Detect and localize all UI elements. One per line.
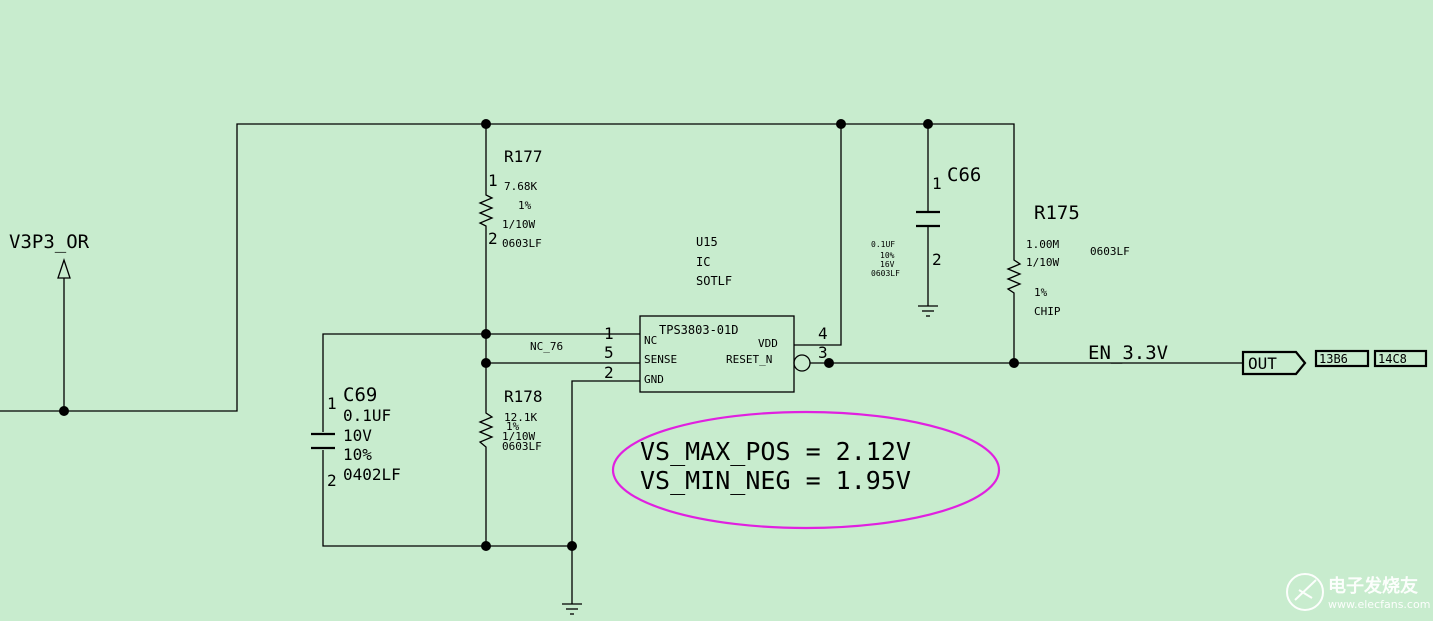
c69-package: 0402LF: [343, 465, 401, 484]
annotation-ellipse: [611, 410, 1001, 530]
r175-package: 0603LF: [1090, 245, 1130, 258]
u15-pin-nc: NC: [644, 334, 657, 347]
r178-tolerance: 1%: [506, 420, 520, 433]
v3p3-power-port: V3P3_OR: [9, 231, 90, 279]
c66-value: 0.1UF: [871, 240, 895, 249]
c66-pin1: 1: [932, 174, 942, 193]
r175-tolerance: 1%: [1034, 286, 1048, 299]
vs-max-pos-text: VS_MAX_POS = 2.12V: [640, 437, 911, 466]
watermark-cn: 电子发烧友: [1328, 575, 1418, 597]
u15-pin-number-5: 5: [604, 343, 614, 362]
junction-dots: [59, 119, 1019, 551]
r177-value: 7.68K: [504, 180, 537, 193]
watermark: 电子发烧友 www.elecfans.com: [1286, 573, 1430, 611]
resistor-r177: R177 1 2 7.68K 1% 1/10W 0603LF: [478, 147, 543, 250]
u15-pin-number-3: 3: [818, 343, 828, 362]
r178-package: 0603LF: [502, 440, 542, 453]
r178-power: 1/10W: [502, 430, 535, 443]
c69-value: 0.1UF: [343, 406, 391, 425]
capacitor-c66: C66 1 2 0.1UF 10% 16V 0603LF: [871, 164, 981, 278]
resistor-r175: R175 1.00M 0603LF 1/10W 1% CHIP: [1006, 202, 1130, 318]
capacitor-c69: C69 1 2 0.1UF 10V 10% 0402LF: [311, 384, 401, 490]
watermark-logo-icon: [1286, 573, 1324, 611]
u15-type: IC: [696, 255, 710, 269]
u15-pin-gnd: GND: [644, 373, 664, 386]
vs-min-neg-text: VS_MIN_NEG = 1.95V: [640, 466, 911, 495]
threshold-annotation: VS_MAX_POS = 2.12V VS_MIN_NEG = 1.95V: [611, 410, 1001, 530]
ground-icon: [562, 603, 582, 615]
r175-ref: R175: [1034, 202, 1080, 224]
out-ref-2: 14C8: [1378, 352, 1407, 366]
c66-voltage: 16V: [880, 260, 895, 269]
wires: [0, 123, 1243, 604]
c69-voltage: 10V: [343, 426, 372, 445]
c69-pin2: 2: [327, 471, 337, 490]
u15-pin-number-2: 2: [604, 363, 614, 382]
resistor-r178: R178 12.1K 1% 1/10W 0603LF: [478, 387, 543, 453]
c66-tolerance: 10%: [880, 251, 895, 260]
r177-package: 0603LF: [502, 237, 542, 250]
r178-value: 12.1K: [504, 411, 537, 424]
watermark-en: www.elecfans.com: [1328, 598, 1430, 611]
u15-package: SOTLF: [696, 274, 732, 288]
r175-power: 1/10W: [1026, 256, 1059, 269]
c66-pin2: 2: [932, 250, 942, 269]
c69-tolerance: 10%: [343, 445, 372, 464]
nc-net-label: NC_76: [530, 340, 563, 353]
r177-tolerance: 1%: [518, 199, 532, 212]
ground-icon: [918, 305, 938, 317]
en-net-label: EN_3.3V: [1088, 342, 1168, 364]
u15-ref: U15: [696, 235, 718, 249]
u15-pin-sense: SENSE: [644, 353, 677, 366]
out-ref-1: 13B6: [1319, 352, 1348, 366]
r177-pin1: 1: [488, 171, 498, 190]
r177-pin2: 2: [488, 229, 498, 248]
v3p3-label: V3P3_OR: [9, 231, 90, 253]
r177-power: 1/10W: [502, 218, 535, 231]
u15-pin-reset: RESET_N: [726, 353, 772, 366]
r175-type: CHIP: [1034, 305, 1061, 318]
r177-ref: R177: [504, 147, 543, 166]
c69-ref: C69: [343, 384, 377, 406]
u15-pin-vdd: VDD: [758, 337, 778, 350]
out-port-label: OUT: [1248, 354, 1277, 373]
c66-package: 0603LF: [871, 269, 900, 278]
ic-u15: U15 IC SOTLF TPS3803-01D NC SENSE GND VD…: [604, 235, 828, 393]
r178-ref: R178: [504, 387, 543, 406]
r175-value: 1.00M: [1026, 238, 1059, 251]
u15-pin-number-4: 4: [818, 324, 828, 343]
c69-pin1: 1: [327, 394, 337, 413]
u15-part-number: TPS3803-01D: [659, 323, 738, 337]
u15-pin-number-1: 1: [604, 324, 614, 343]
c66-ref: C66: [947, 164, 981, 186]
out-port: OUT 13B6 14C8: [1241, 349, 1428, 376]
